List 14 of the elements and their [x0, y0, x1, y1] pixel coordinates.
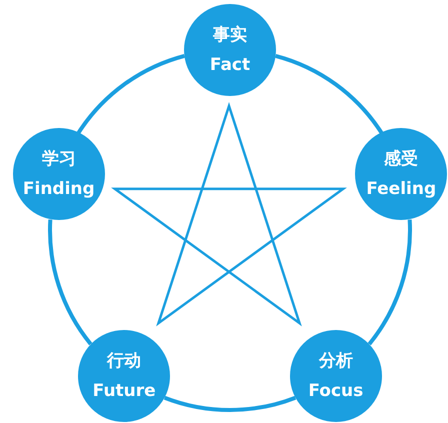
- ring-arc: [274, 54, 384, 134]
- node-label: Future: [92, 380, 156, 402]
- node-label: Fact: [210, 54, 250, 76]
- ring-arc: [368, 220, 412, 346]
- node-label: Finding: [22, 178, 95, 200]
- node-label: 学习: [42, 148, 76, 170]
- node-label: 感受: [384, 148, 418, 170]
- node-label: 事实: [213, 24, 247, 46]
- node-label: Focus: [308, 380, 364, 402]
- ring-arc: [76, 54, 186, 134]
- node-label: 分析: [318, 350, 353, 372]
- node-label: Feeling: [366, 178, 436, 200]
- ring-arc: [164, 396, 296, 412]
- node-label: 行动: [107, 350, 142, 372]
